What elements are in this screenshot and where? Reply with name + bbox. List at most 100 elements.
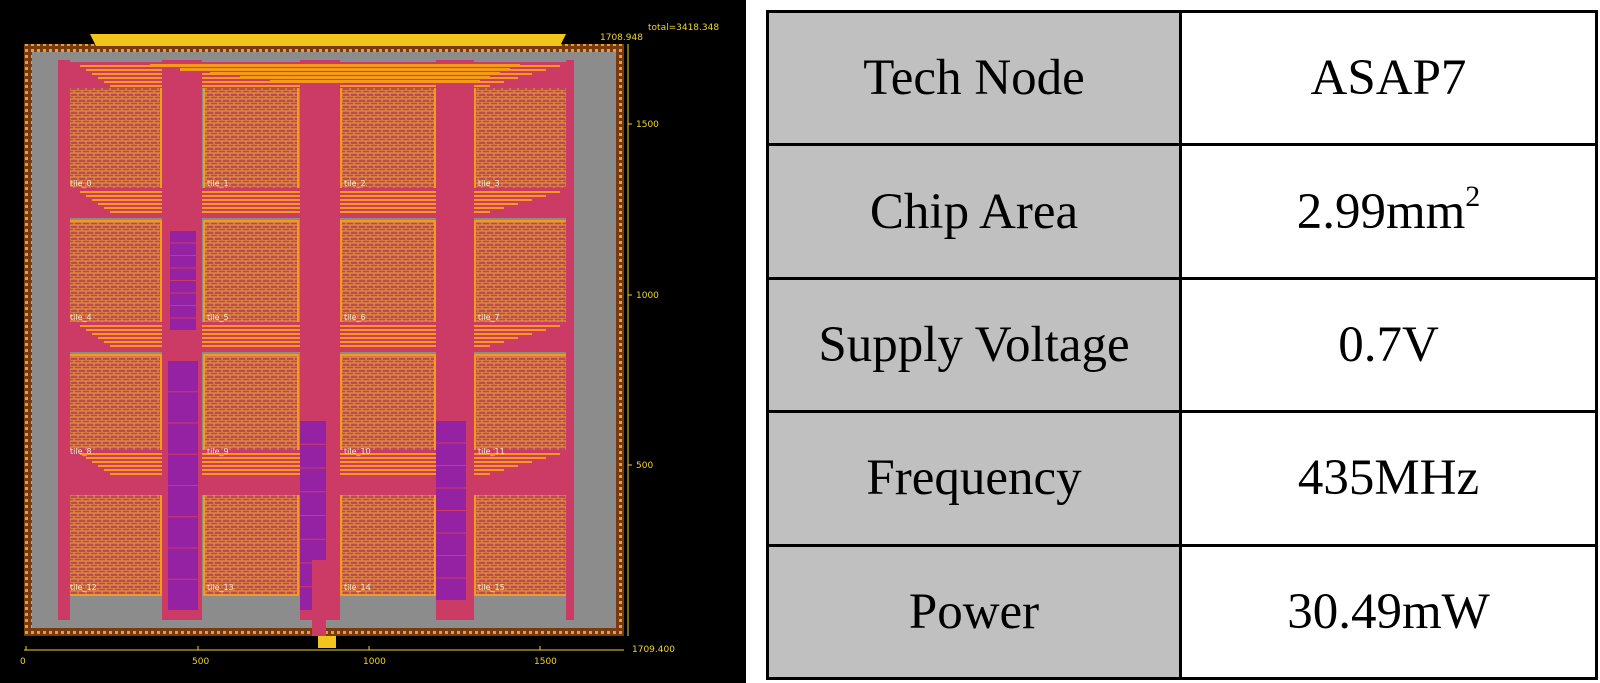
tile-label: tile_13	[207, 583, 234, 592]
header-total-label: total=3418.348	[648, 23, 719, 33]
routing-layer	[58, 60, 574, 636]
y-top-label: 1708.948	[600, 33, 643, 43]
tile-label: tile_3	[478, 179, 500, 188]
orange-route	[150, 64, 520, 67]
orange-route	[240, 76, 490, 79]
x-tick-label: 1500	[534, 657, 557, 667]
routing-channel	[566, 60, 574, 620]
spec-row-supply-voltage: Supply Voltage 0.7V	[766, 276, 1598, 414]
tile-array	[66, 86, 570, 596]
red-route	[168, 485, 198, 486]
tile-label: tile_7	[478, 313, 500, 322]
spec-superscript: 2	[1465, 179, 1481, 213]
red-route	[168, 453, 198, 455]
tile-label: tile_2	[344, 179, 366, 188]
tile-core	[68, 222, 160, 324]
red-route	[436, 442, 466, 444]
red-route	[170, 242, 196, 244]
tile-label: tile_9	[207, 447, 229, 456]
spec-row-frequency: Frequency 435MHz	[766, 410, 1598, 547]
tile-core	[476, 356, 568, 458]
orange-route	[270, 80, 480, 83]
spec-value: 0.7V	[1179, 276, 1598, 414]
red-route	[300, 491, 326, 493]
spec-label: Chip Area	[766, 143, 1182, 280]
y-tick-label: 500	[636, 461, 653, 471]
red-route	[436, 577, 466, 579]
tile-label: tile_15	[478, 583, 505, 592]
tile-core	[205, 356, 297, 458]
tile-label: tile_11	[478, 447, 505, 456]
red-route	[170, 230, 196, 231]
spec-row-chip-area: Chip Area 2.99mm2	[766, 143, 1598, 280]
tile-core	[205, 492, 297, 594]
spec-label: Power	[766, 543, 1182, 681]
tile-label: tile_0	[70, 179, 92, 188]
x-tick-label: 1000	[363, 657, 386, 667]
tile-label: tile_12	[70, 583, 97, 592]
tile-label: tile_10	[344, 447, 371, 456]
tile-core	[476, 222, 568, 324]
orange-route	[180, 68, 510, 71]
red-route	[170, 292, 196, 294]
tile-label: tile_5	[207, 313, 229, 322]
red-route	[170, 267, 196, 269]
x-tick-label: 500	[192, 657, 209, 667]
x-tick-label: 0	[20, 657, 26, 667]
red-route	[168, 360, 198, 361]
spec-label: Frequency	[766, 410, 1182, 547]
red-route	[436, 465, 466, 466]
y-tick-group: 1500 1000 500	[628, 120, 659, 471]
y-tick-label: 1000	[636, 291, 659, 301]
red-route	[168, 422, 198, 424]
tile-label: tile_1	[207, 179, 229, 188]
x-tick-group: 0 500 1000 1500	[20, 646, 557, 667]
red-route	[168, 578, 198, 580]
top-io-bar	[90, 34, 566, 46]
spec-row-tech-node: Tech Node ASAP7	[766, 9, 1598, 147]
routing-stem	[312, 560, 326, 636]
red-route	[436, 532, 466, 534]
tile-core	[342, 356, 434, 458]
red-route	[300, 538, 326, 540]
red-route	[300, 420, 326, 421]
tile-core	[68, 88, 160, 190]
tile-label: tile_6	[344, 313, 366, 322]
tile-core	[68, 492, 160, 594]
tile-label: tile_4	[70, 313, 92, 322]
red-route	[436, 487, 466, 489]
tile-core	[68, 356, 160, 458]
red-route	[170, 255, 196, 256]
spec-value: ASAP7	[1179, 9, 1598, 147]
spec-label: Supply Voltage	[766, 276, 1182, 414]
tile-core	[342, 88, 434, 190]
tile-label: tile_8	[70, 447, 92, 456]
tile-label: tile_14	[344, 583, 371, 592]
spec-value: 2.99mm2	[1179, 143, 1598, 280]
red-route	[168, 516, 198, 518]
bottom-io-pad	[318, 636, 336, 648]
red-route	[170, 280, 196, 281]
red-route	[436, 510, 466, 511]
y-tick-label: 1500	[636, 120, 659, 130]
routing-channel	[58, 60, 70, 620]
red-route	[436, 420, 466, 421]
tile-core	[476, 492, 568, 594]
red-route	[300, 467, 326, 469]
tile-core	[205, 222, 297, 324]
tile-core	[342, 222, 434, 324]
red-route	[300, 443, 326, 445]
red-route	[170, 317, 196, 319]
red-route	[300, 515, 326, 516]
orange-route	[210, 72, 500, 75]
spec-value: 435MHz	[1179, 410, 1598, 547]
red-route	[170, 305, 196, 306]
y-bottom-label: 1709.400	[632, 645, 675, 655]
red-route	[168, 391, 198, 393]
tile-core	[205, 88, 297, 190]
tile-core	[476, 88, 568, 190]
red-route	[168, 547, 198, 549]
